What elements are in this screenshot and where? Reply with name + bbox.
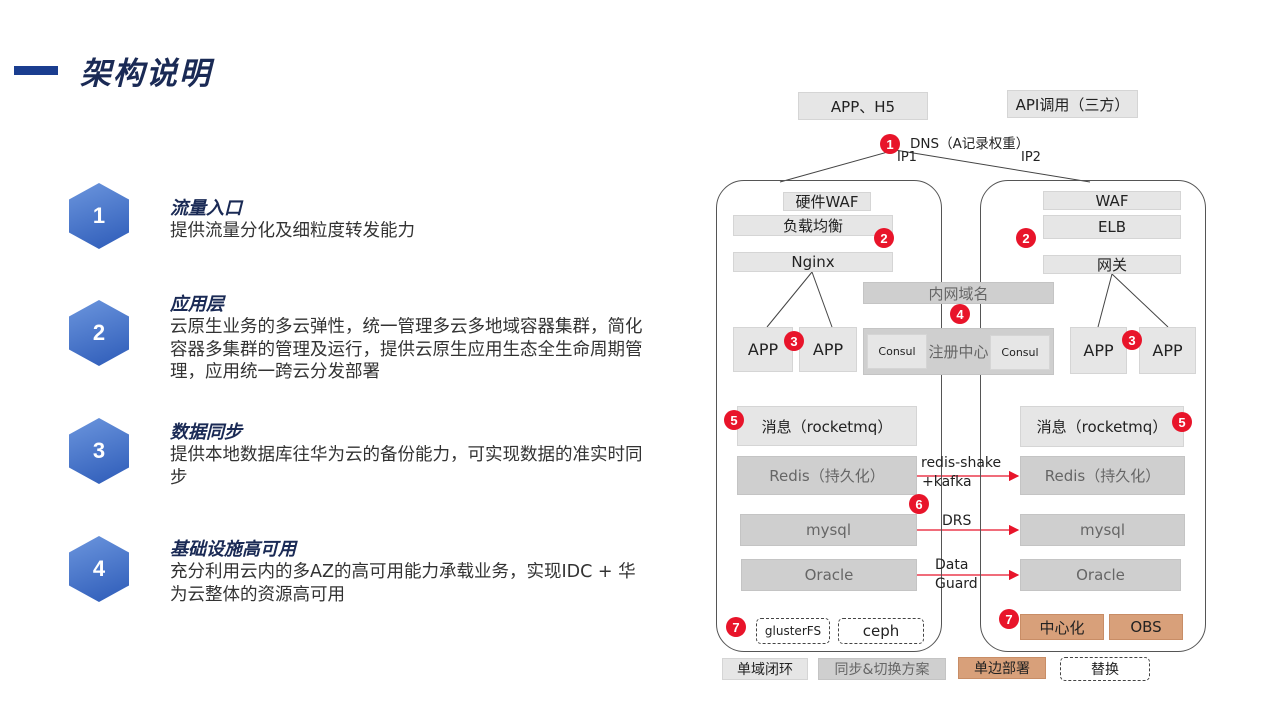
mysql-box: mysql <box>740 514 917 546</box>
dns-link-right <box>894 149 1091 183</box>
gw-link-app2 <box>1111 273 1169 328</box>
legend-single-domain: 单域闭环 <box>722 658 808 680</box>
app-box: APP <box>1139 327 1196 374</box>
consul-box: Consul <box>990 335 1050 370</box>
app-h5-box: APP、H5 <box>798 92 928 120</box>
item-number-badge: 2 <box>69 300 129 366</box>
app-box: APP <box>733 327 793 372</box>
redis-shake-label: redis-shake <box>921 455 1002 471</box>
marker-5: 5 <box>724 410 744 430</box>
app-box: APP <box>1070 327 1127 374</box>
legend-replace: 替换 <box>1060 657 1150 681</box>
marker-5: 5 <box>1172 412 1192 432</box>
elb-box: ELB <box>1043 215 1181 239</box>
marker-2: 2 <box>874 228 894 248</box>
hardware-waf-box: 硬件WAF <box>783 192 871 211</box>
rocketmq-box: 消息（rocketmq） <box>1020 406 1184 447</box>
consul-box: Consul <box>867 334 927 369</box>
item-number-badge: 1 <box>69 183 129 249</box>
registry-label: 注册中心 <box>928 343 989 361</box>
waf-box: WAF <box>1043 191 1181 210</box>
item-title: 流量入口 <box>170 198 242 219</box>
item-number-badge: 4 <box>69 536 129 602</box>
item-desc: 提供本地数据库往华为云的备份能力，可实现数据的准实时同步 <box>170 445 643 488</box>
mysql-box: mysql <box>1020 514 1185 546</box>
marker-4: 4 <box>950 304 970 324</box>
item-desc: 云原生业务的多云弹性，统一管理多云多地域容器集群，简化容器多集群的管理及运行，提… <box>170 317 643 382</box>
item-desc: 提供流量分化及细粒度转发能力 <box>170 221 415 241</box>
item-number-badge: 3 <box>69 418 129 484</box>
gateway-box: 网关 <box>1043 255 1181 274</box>
ip2-label: IP2 <box>1021 150 1041 165</box>
legend-sync-switch: 同步&切换方案 <box>818 658 946 680</box>
intranet-dns-box: 内网域名 <box>863 282 1054 304</box>
item-title: 数据同步 <box>170 422 242 443</box>
marker-2: 2 <box>1016 228 1036 248</box>
oracle-box: Oracle <box>1020 559 1181 591</box>
glusterfs-box: glusterFS <box>756 618 830 644</box>
ip1-label: IP1 <box>897 150 917 165</box>
app-box: APP <box>799 327 857 372</box>
redis-box: Redis（持久化） <box>737 456 917 495</box>
item-title: 基础设施高可用 <box>170 539 296 560</box>
page-title: 架构说明 <box>80 56 212 92</box>
nginx-link-app1 <box>766 271 813 328</box>
nginx-link-app2 <box>811 271 833 328</box>
marker-7: 7 <box>999 609 1019 629</box>
item-desc: 充分利用云内的多AZ的高可用能力承载业务，实现IDC + 华为云整体的资源高可用 <box>170 562 636 605</box>
oracle-box: Oracle <box>741 559 917 591</box>
item-title: 应用层 <box>170 294 224 315</box>
nginx-box: Nginx <box>733 252 893 272</box>
centralized-box: 中心化 <box>1020 614 1104 640</box>
marker-6: 6 <box>909 494 929 514</box>
marker-1: 1 <box>880 134 900 154</box>
marker-7: 7 <box>726 617 746 637</box>
rocketmq-box: 消息（rocketmq） <box>737 406 917 446</box>
legend-single-deploy: 单边部署 <box>958 657 1046 679</box>
drs-label: DRS <box>942 513 972 529</box>
kafka-label: +kafka <box>922 474 972 490</box>
load-balancer-box: 负载均衡 <box>733 215 893 236</box>
right-region <box>980 180 1206 652</box>
obs-box: OBS <box>1109 614 1183 640</box>
title-accent-bar <box>14 66 58 75</box>
api-call-box: API调用（三方） <box>1007 90 1138 118</box>
dns-link-left <box>779 149 896 183</box>
gw-link-app1 <box>1097 273 1113 328</box>
marker-3: 3 <box>784 331 804 351</box>
left-region <box>716 180 942 652</box>
marker-3: 3 <box>1122 330 1142 350</box>
redis-box: Redis（持久化） <box>1020 456 1185 495</box>
data-guard-label: Guard <box>935 576 978 592</box>
data-guard-label: Data <box>935 557 969 573</box>
ceph-box: ceph <box>838 618 924 644</box>
dns-label: DNS（A记录权重） <box>910 136 1030 152</box>
